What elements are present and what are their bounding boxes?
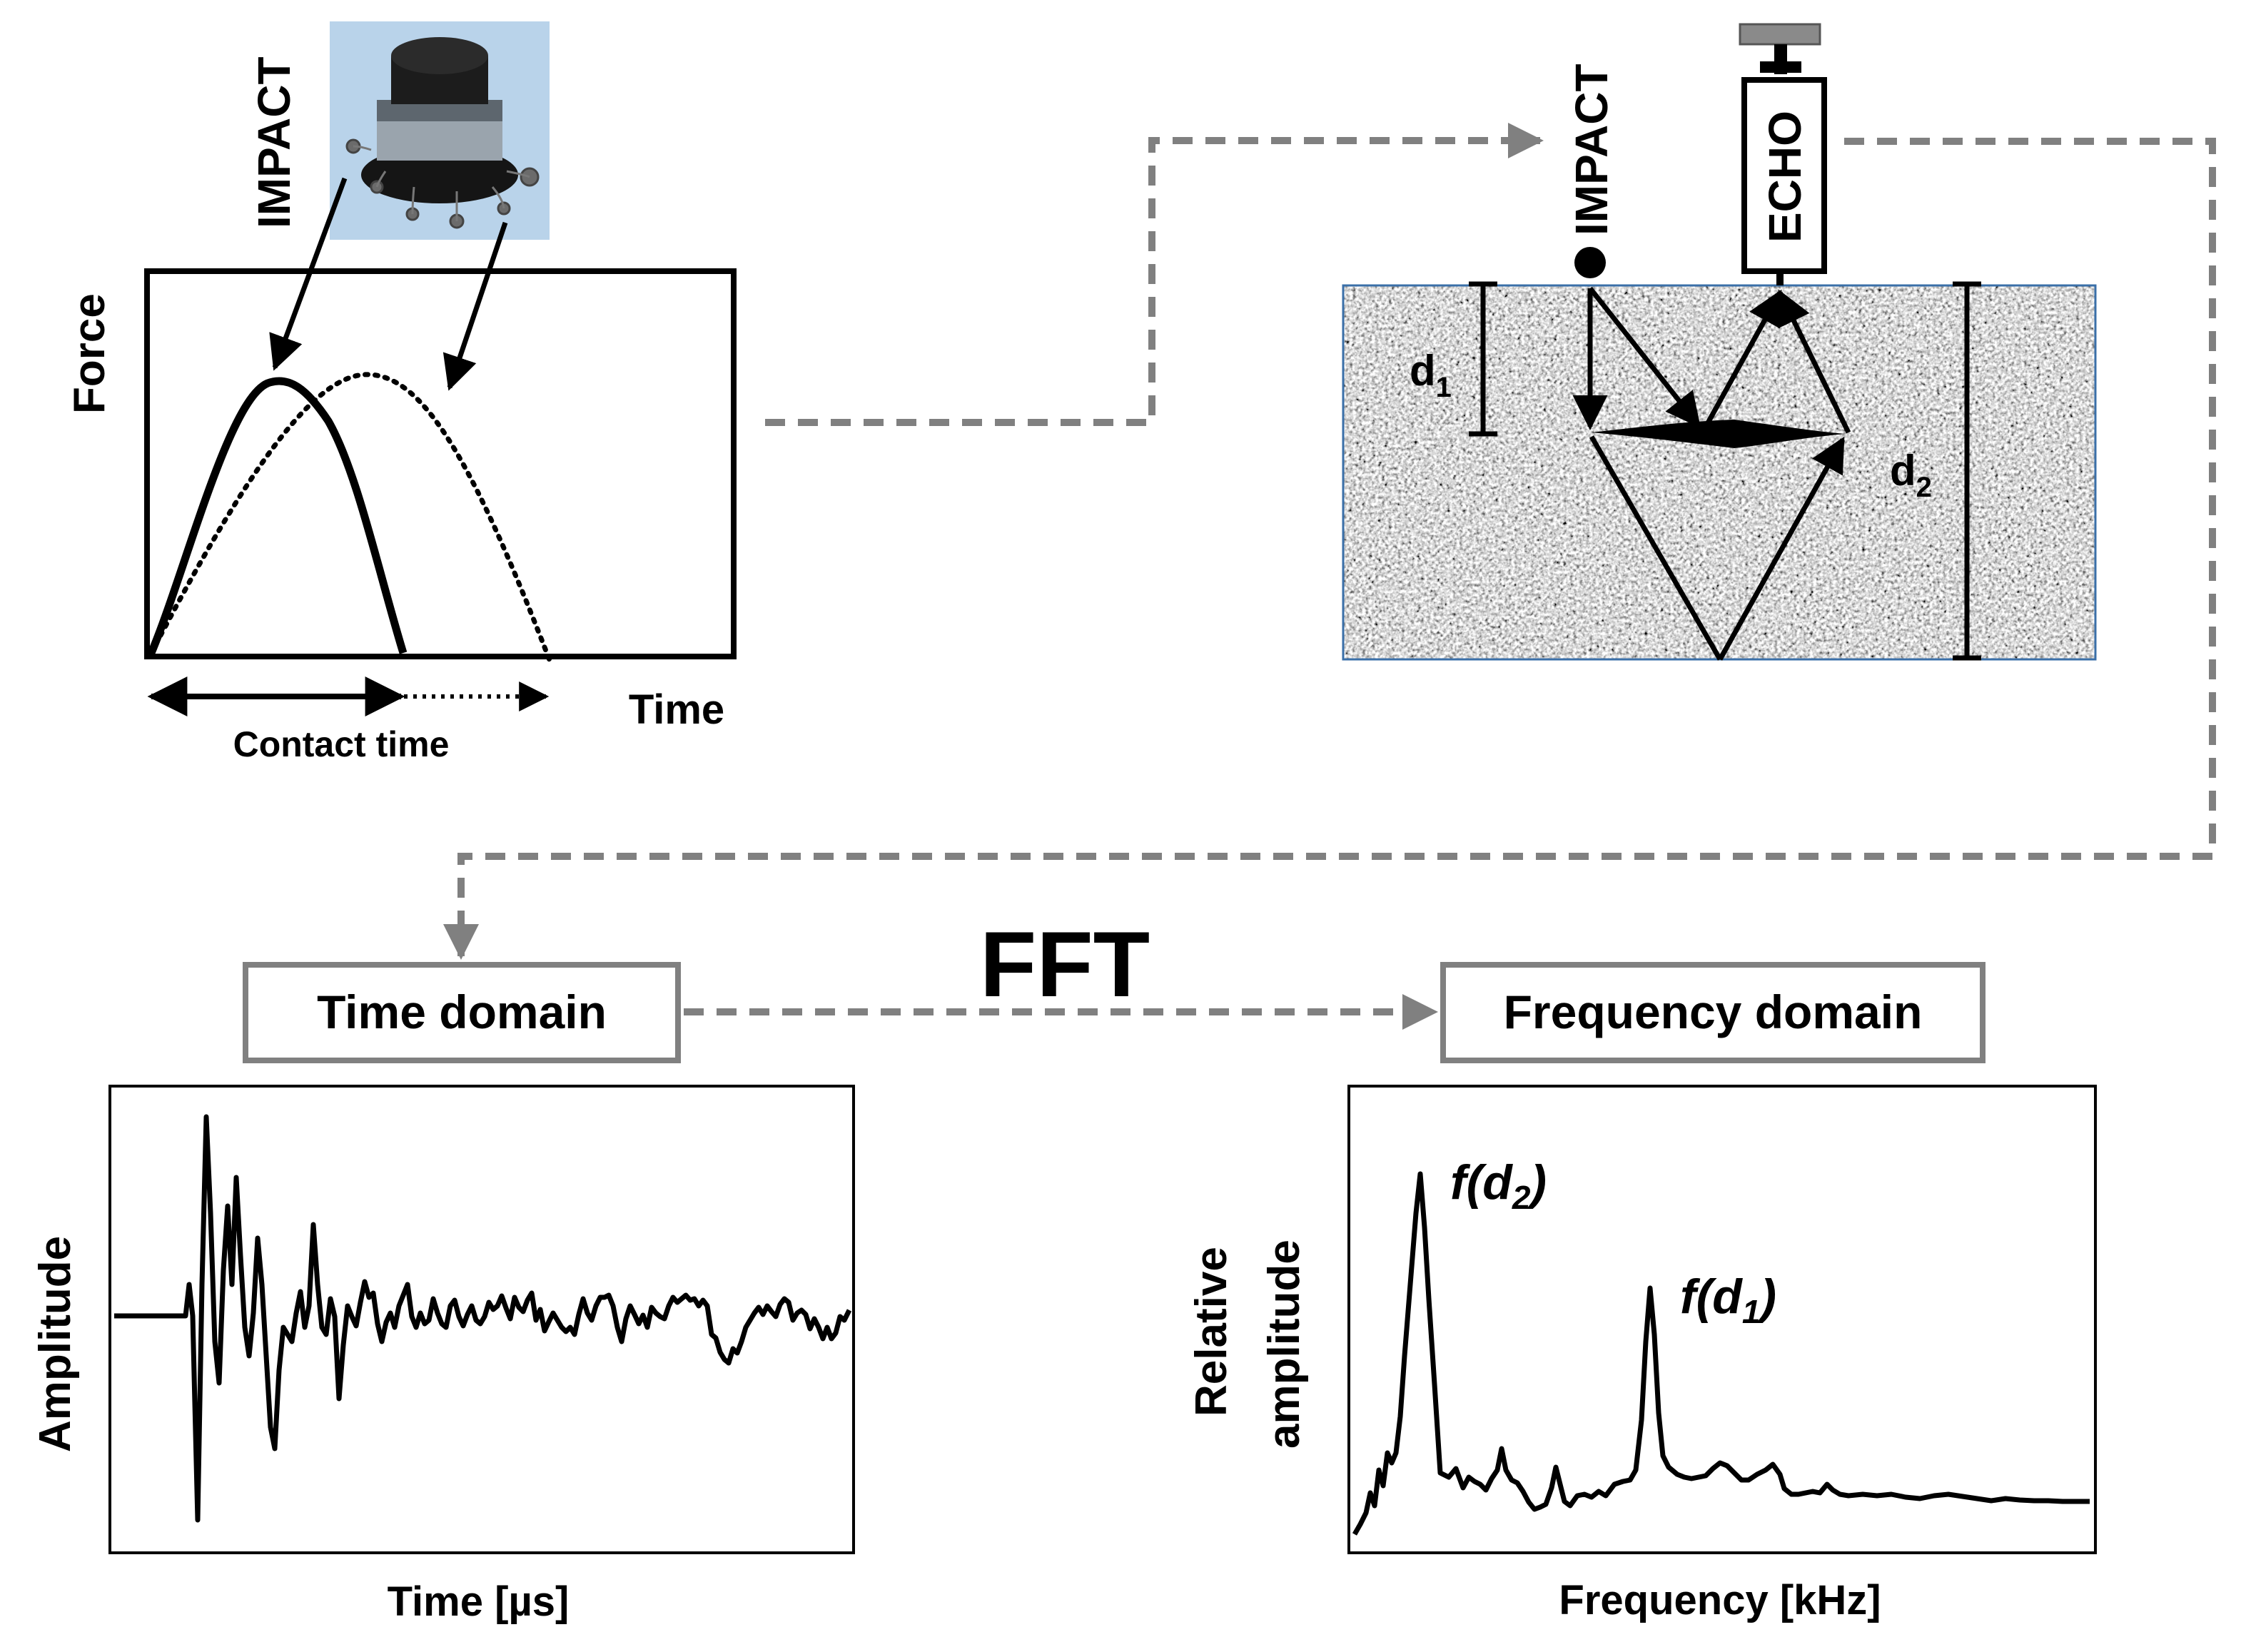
- echo-transducer-icon: [1739, 23, 1827, 285]
- internal-defect: [1592, 420, 1845, 448]
- frequency-domain-box: Frequency domain: [1440, 962, 1985, 1063]
- frequency-plot-ylabel-line1: Relative: [1187, 1247, 1236, 1417]
- frequency-plot-ylabel-line2: amplitude: [1260, 1240, 1309, 1449]
- long-pulse-curve: [148, 372, 552, 663]
- depth-d1-label: d1: [1410, 347, 1452, 403]
- pointer-arrow-short: [269, 177, 348, 371]
- force-plot-frame: [144, 268, 737, 659]
- impact-label-specimen: IMPACT: [1566, 64, 1617, 235]
- time-domain-box: Time domain: [243, 962, 681, 1063]
- time-domain-plot: Amplitude Time [µs]: [31, 1085, 855, 1625]
- time-plot-ylabel: Amplitude: [31, 1236, 80, 1452]
- pointer-arrow-long: [442, 221, 508, 391]
- short-pulse-curve: [147, 377, 408, 655]
- ray-paths: [1572, 286, 1851, 661]
- frequency-domain-label: Frequency domain: [1504, 985, 1923, 1038]
- contact-time-label: Contact time: [233, 724, 450, 764]
- fft-label: FFT: [980, 912, 1150, 1016]
- impact-label-left: IMPACT: [248, 56, 300, 228]
- force-time-xlabel: Time: [629, 686, 724, 733]
- concrete-block: [1343, 285, 2095, 659]
- depth-d2-dimension: [1953, 281, 1981, 661]
- force-time-panel: IMPACT Force Contact time Time: [65, 21, 737, 764]
- test-specimen: d1 d2 IMPACT ECHO: [1342, 23, 2097, 661]
- time-plot-frame: [108, 1085, 855, 1554]
- connector-echo-to-time-domain: [443, 138, 2216, 960]
- frequency-spectrum-curve: [1352, 1171, 2090, 1536]
- time-plot-xlabel: Time [µs]: [388, 1578, 570, 1625]
- frequency-plot-xlabel: Frequency [kHz]: [1559, 1577, 1881, 1623]
- peak-d1-label: f(d1): [1680, 1270, 1776, 1330]
- impact-hammer-photo: [330, 21, 550, 240]
- time-domain-label: Time domain: [317, 985, 607, 1038]
- depth-d1-dimension: [1469, 281, 1497, 437]
- time-signal-waveform: [114, 1114, 852, 1523]
- frequency-domain-plot: f(d2) f(d1) Relative amplitude Frequency…: [1187, 1085, 2097, 1623]
- connector-force-to-specimen: [765, 123, 1544, 426]
- echo-label: ECHO: [1759, 111, 1811, 243]
- force-axis-label: Force: [65, 293, 114, 414]
- depth-d2-label: d2: [1890, 447, 1932, 503]
- peak-d2-label: f(d2): [1450, 1155, 1547, 1216]
- frequency-plot-frame: [1347, 1085, 2097, 1554]
- impact-point-icon: [1574, 247, 1606, 278]
